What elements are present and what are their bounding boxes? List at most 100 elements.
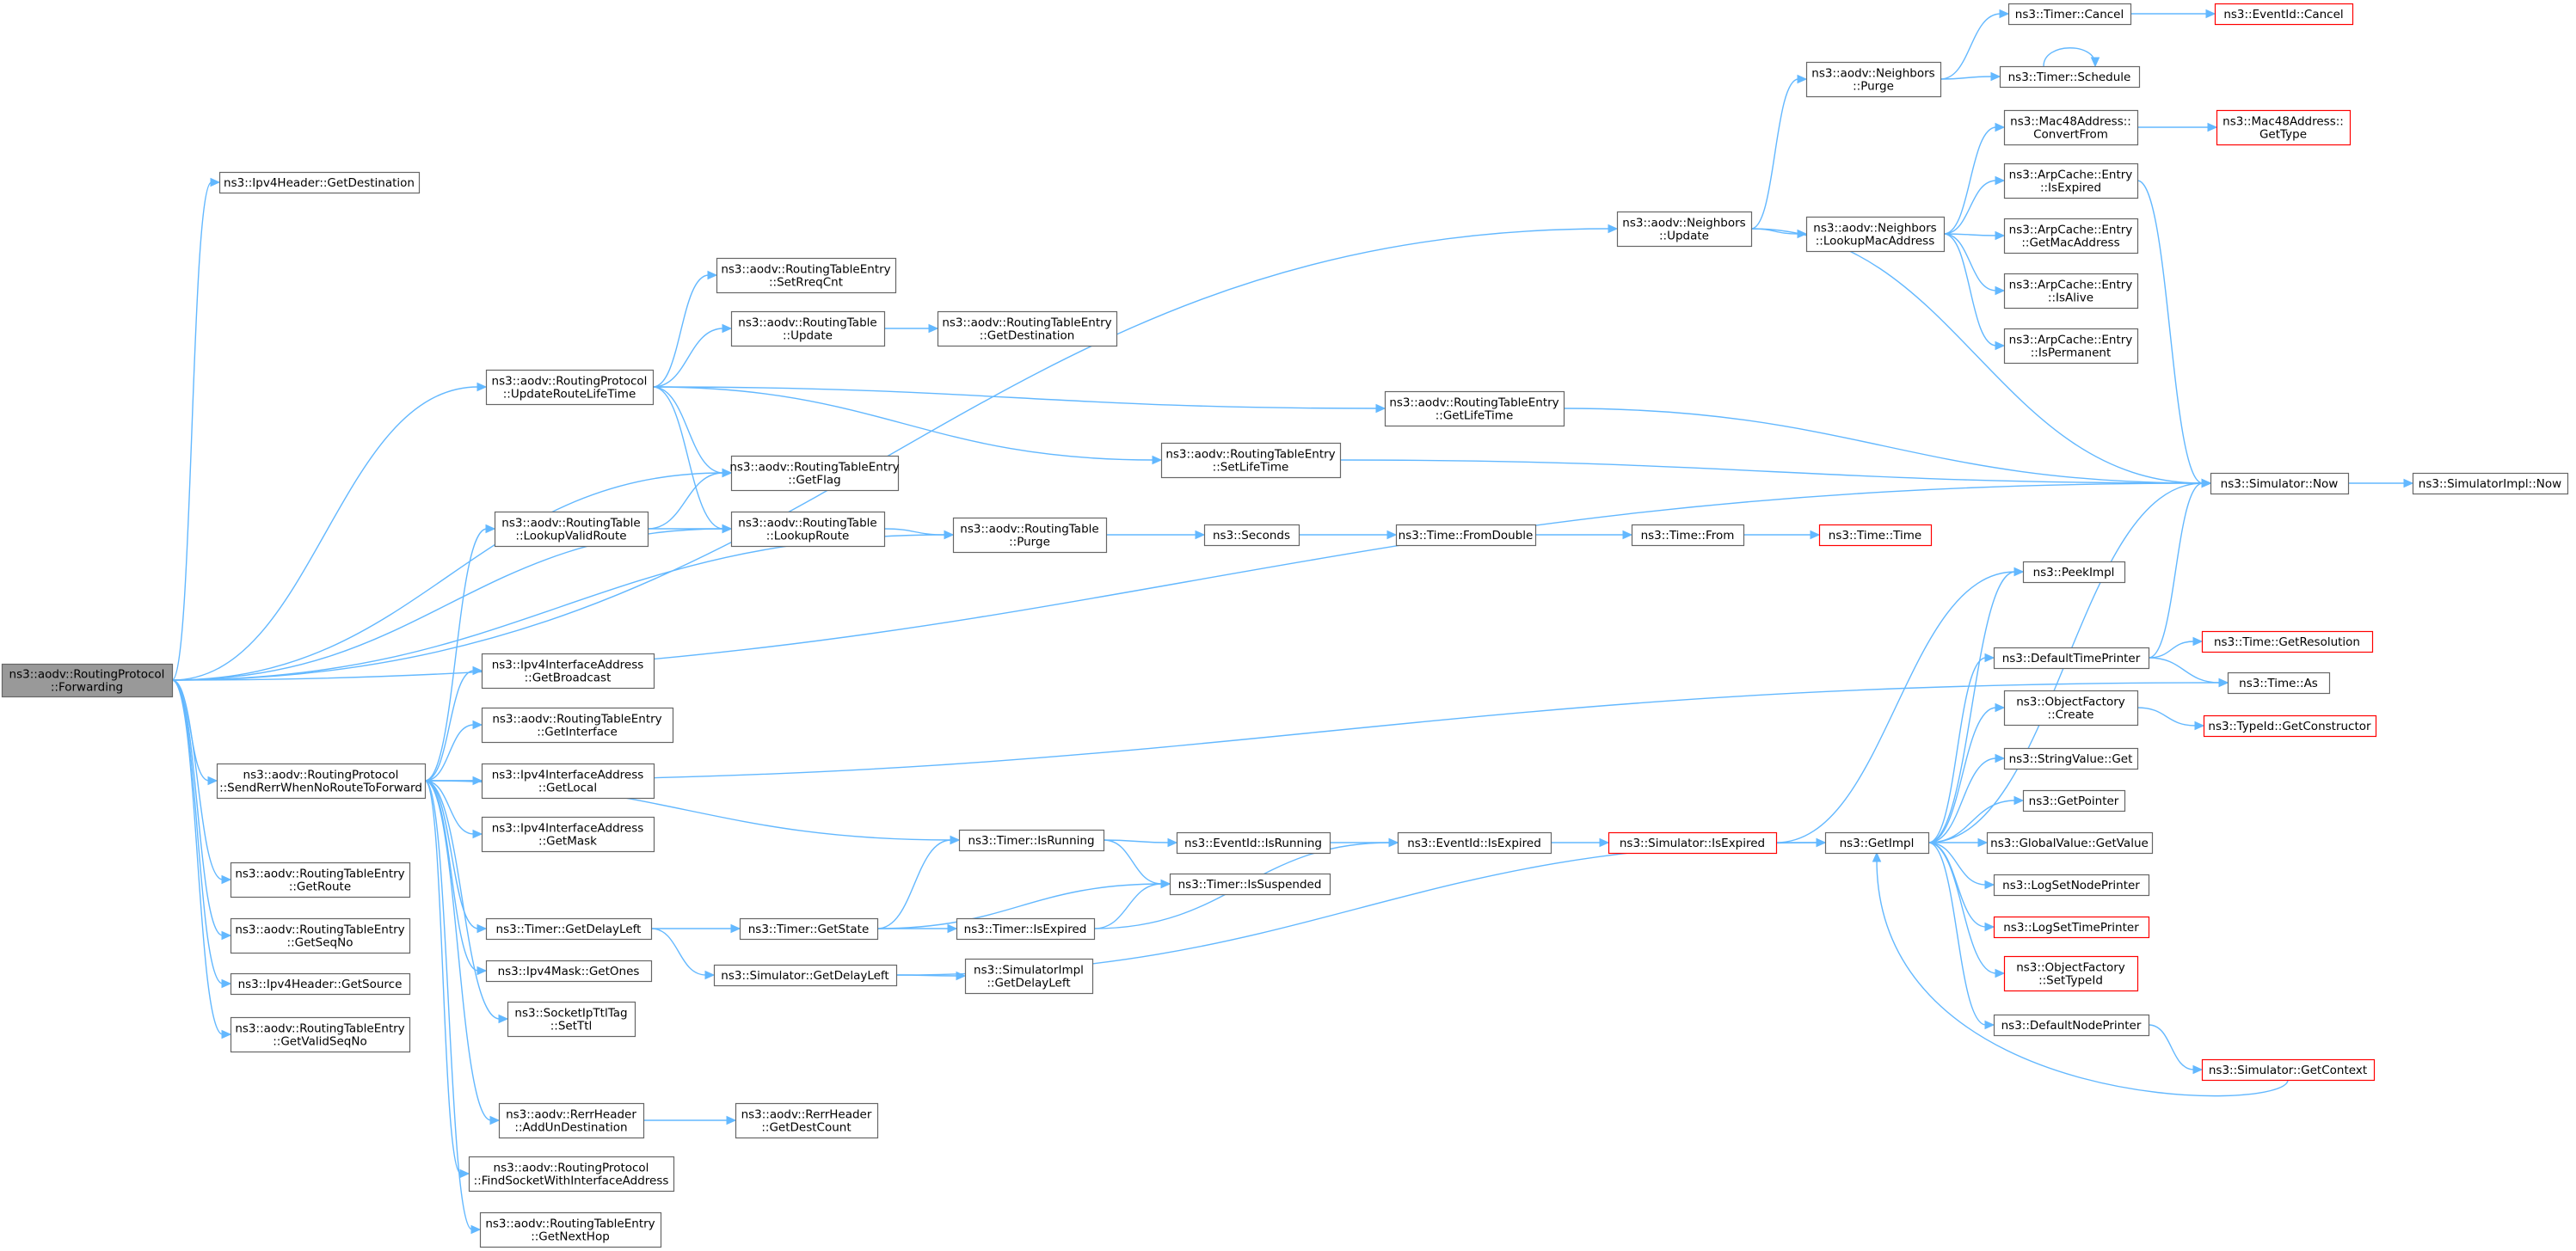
node-arp-getmac[interactable]: ns3::ArpCache::Entry::GetMacAddress <box>2003 218 2139 254</box>
node-simimpl-getdelay[interactable]: ns3::SimulatorImpl::GetDelayLeft <box>964 958 1094 995</box>
node-timer-isexpired[interactable]: ns3::Timer::IsExpired <box>956 917 1096 941</box>
edge-arrowhead <box>1388 837 1399 848</box>
edge-arrowhead <box>944 530 955 540</box>
edge-deftimeprinter-to-time_as <box>2148 657 2221 684</box>
node-time-time[interactable]: ns3::Time::Time <box>1818 524 1933 547</box>
node-rt-update[interactable]: ns3::aodv::RoutingTable::Update <box>730 310 886 347</box>
edge-getimpl-to-getpointer <box>1927 800 2016 843</box>
node-sim-getdelay[interactable]: ns3::Simulator::GetDelayLeft <box>713 964 898 987</box>
node-rerr-getdest[interactable]: ns3::aodv::RerrHeader::GetDestCount <box>735 1102 879 1139</box>
node-timer-cancel[interactable]: ns3::Timer::Cancel <box>2007 3 2132 26</box>
node-logsetnode[interactable]: ns3::LogSetNodePrinter <box>1993 874 2150 897</box>
node-nb-update[interactable]: ns3::aodv::Neighbors::Update <box>1616 211 1753 248</box>
node-deftimeprinter[interactable]: ns3::DefaultTimePrinter <box>1993 647 2150 670</box>
node-sim-isexpired[interactable]: ns3::Simulator::IsExpired <box>1608 831 1778 855</box>
edge-arrowhead <box>2013 567 2025 577</box>
node-label: ns3::ArpCache::Entry <box>2009 224 2133 237</box>
node-timer-schedule[interactable]: ns3::Timer::Schedule <box>1999 65 2141 89</box>
node-rerr-addun[interactable]: ns3::aodv::RerrHeader::AddUnDestination <box>498 1102 645 1139</box>
node-timer-issuspended[interactable]: ns3::Timer::IsSuspended <box>1169 873 1331 896</box>
node-sockipttl-set[interactable]: ns3::SocketIpTtlTag::SetTtl <box>507 1001 636 1038</box>
node-label: ns3::DefaultTimePrinter <box>2002 652 2141 665</box>
node-rte-getdest[interactable]: ns3::aodv::RoutingTableEntry::GetDestina… <box>937 310 1118 347</box>
node-nb-lookupmac[interactable]: ns3::aodv::Neighbors::LookupMacAddress <box>1805 216 1946 253</box>
node-rt-lookup[interactable]: ns3::aodv::RoutingTable::LookupRoute <box>730 511 886 548</box>
node-label: ns3::aodv::RoutingProtocol <box>492 375 648 389</box>
node-box <box>1 663 174 698</box>
node-label: ::SetRreqCnt <box>769 276 843 290</box>
edge-timer_isexpired-to-timer_issuspended <box>1093 883 1163 929</box>
node-eventid-cancel[interactable]: ns3::EventId::Cancel <box>2214 3 2354 26</box>
node-ipv4if-getmask[interactable]: ns3::Ipv4InterfaceAddress::GetMask <box>481 816 655 853</box>
node-sim-now[interactable]: ns3::Simulator::Now <box>2210 472 2350 495</box>
node-simimpl-now[interactable]: ns3::SimulatorImpl::Now <box>2412 472 2569 495</box>
node-defnodeprinter[interactable]: ns3::DefaultNodePrinter <box>1993 1014 2150 1037</box>
node-label: ns3::aodv::RoutingTableEntry <box>942 316 1111 330</box>
node-timer-isrunning[interactable]: ns3::Timer::IsRunning <box>958 829 1105 852</box>
node-rte-getroute[interactable]: ns3::aodv::RoutingTableEntry::GetRoute <box>230 862 411 898</box>
node-box <box>730 511 886 548</box>
node-ipv4hdr-dest[interactable]: ns3::Ipv4Header::GetDestination <box>218 171 421 194</box>
edge-arrowhead <box>221 978 232 989</box>
node-objfact-create[interactable]: ns3::ObjectFactory::Create <box>2003 690 2139 727</box>
node-rte-setlife[interactable]: ns3::aodv::RoutingTableEntry::SetLifeTim… <box>1160 442 1342 479</box>
node-timer-getdelay[interactable]: ns3::Timer::GetDelayLeft <box>485 917 653 941</box>
node-box <box>1999 65 2141 89</box>
node-label: ns3::ArpCache::Entry <box>2009 334 2133 347</box>
node-mac48-gettype[interactable]: ns3::Mac48Address::GetType <box>2216 109 2352 146</box>
node-arp-isalive[interactable]: ns3::ArpCache::Entry::IsAlive <box>2003 273 2139 310</box>
node-eventid-isrunning[interactable]: ns3::EventId::IsRunning <box>1176 831 1331 855</box>
node-rte-getseqno[interactable]: ns3::aodv::RoutingTableEntry::GetSeqNo <box>230 917 411 954</box>
node-seconds[interactable]: ns3::Seconds <box>1203 524 1300 547</box>
node-box <box>1824 831 1930 855</box>
edge-nb_lookupmac-to-arp_isexpired <box>1943 180 1997 235</box>
node-rte-getnexthop[interactable]: ns3::aodv::RoutingTableEntry::GetNextHop <box>479 1211 662 1248</box>
edge-defnodeprinter-to-sim_getcontext <box>2148 1024 2195 1070</box>
edge-root-to-rp_updatelife <box>171 386 479 681</box>
node-sim-getcontext[interactable]: ns3::Simulator::GetContext <box>2201 1058 2376 1082</box>
node-rte-setrreq[interactable]: ns3::aodv::RoutingTableEntry::SetRreqCnt <box>716 257 897 294</box>
node-timer-getstate[interactable]: ns3::Timer::GetState <box>739 917 879 941</box>
node-time-fromdouble[interactable]: ns3::Time::FromDouble <box>1395 524 1537 547</box>
node-rt-purge[interactable]: ns3::aodv::RoutingTable::Purge <box>952 517 1108 554</box>
node-eventid-isexpired[interactable]: ns3::EventId::IsExpired <box>1397 831 1552 855</box>
node-mac48-convert[interactable]: ns3::Mac48Address::ConvertFrom <box>2003 109 2139 146</box>
edge-arrowhead <box>2403 478 2414 488</box>
node-globalvalue-get[interactable]: ns3::GlobalValue::GetValue <box>1986 831 2154 855</box>
node-ipv4if-getlocal[interactable]: ns3::Ipv4InterfaceAddress::GetLocal <box>481 763 655 800</box>
node-logsettime[interactable]: ns3::LogSetTimePrinter <box>1993 916 2150 939</box>
node-nb-purge[interactable]: ns3::aodv::Neighbors::Purge <box>1805 61 1942 98</box>
node-arp-isperm[interactable]: ns3::ArpCache::Entry::IsPermanent <box>2003 328 2139 365</box>
node-arp-isexpired[interactable]: ns3::ArpCache::Entry::IsExpired <box>2003 163 2139 199</box>
node-time-getres[interactable]: ns3::Time::GetResolution <box>2201 630 2374 653</box>
node-stringvalue-get[interactable]: ns3::StringValue::Get <box>2003 747 2139 770</box>
node-rte-getflag[interactable]: ns3::aodv::RoutingTableEntry::GetFlag <box>729 455 900 492</box>
node-box <box>2003 328 2139 365</box>
node-label: ns3::SimulatorImpl <box>974 964 1084 978</box>
edge-arrowhead <box>1995 285 2006 296</box>
node-rte-getvalidseq[interactable]: ns3::aodv::RoutingTableEntry::GetValidSe… <box>230 1016 411 1053</box>
node-objfact-settype[interactable]: ns3::ObjectFactory::SetTypeId <box>2003 955 2139 992</box>
edge-rp_sendrerr-to-rerr_addun <box>424 780 492 1121</box>
node-ipv4hdr-src[interactable]: ns3::Ipv4Header::GetSource <box>230 972 411 996</box>
node-time-as[interactable]: ns3::Time::As <box>2227 671 2331 695</box>
node-box <box>1176 831 1331 855</box>
node-rte-getif[interactable]: ns3::aodv::RoutingTableEntry::GetInterfa… <box>481 707 674 744</box>
node-ipv4if-getbcast[interactable]: ns3::Ipv4InterfaceAddress::GetBroadcast <box>481 653 655 690</box>
node-label: ::GetDestCount <box>761 1121 851 1135</box>
node-label: ::IsAlive <box>2048 291 2093 305</box>
node-getimpl[interactable]: ns3::GetImpl <box>1824 831 1930 855</box>
node-rp-findsock[interactable]: ns3::aodv::RoutingProtocol::FindSocketWi… <box>468 1156 675 1193</box>
edge-rp_sendrerr-to-rte_getnexthop <box>424 780 473 1230</box>
node-typeid-getctor[interactable]: ns3::TypeId::GetConstructor <box>2203 714 2377 738</box>
node-rte-getlife[interactable]: ns3::aodv::RoutingTableEntry::GetLifeTim… <box>1384 390 1565 427</box>
node-box <box>2214 3 2354 26</box>
node-rp-sendrerr[interactable]: ns3::aodv::RoutingProtocol::SendRerrWhen… <box>216 763 427 800</box>
node-ipv4mask-getones[interactable]: ns3::Ipv4Mask::GetOnes <box>485 960 653 983</box>
node-rt-lookupvalid[interactable]: ns3::aodv::RoutingTable::LookupValidRout… <box>494 511 649 548</box>
node-peekimpl[interactable]: ns3::PeekImpl <box>2022 561 2126 584</box>
node-time-from[interactable]: ns3::Time::From <box>1631 524 1745 547</box>
node-root[interactable]: ns3::aodv::RoutingProtocol::Forwarding <box>1 663 174 698</box>
node-rp-updatelife[interactable]: ns3::aodv::RoutingProtocol::UpdateRouteL… <box>485 369 655 406</box>
node-getpointer[interactable]: ns3::GetPointer <box>2022 789 2126 813</box>
